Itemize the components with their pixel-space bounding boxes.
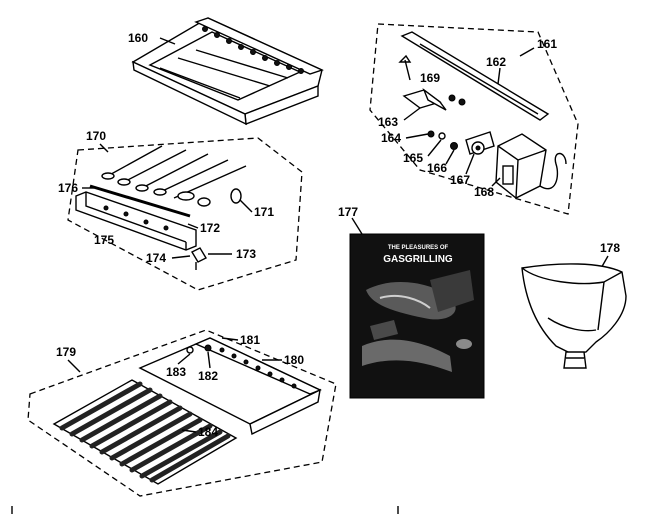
callout-166: 166 bbox=[427, 161, 447, 175]
callout-175: 175 bbox=[94, 233, 114, 247]
panel-holes bbox=[202, 26, 304, 74]
callout-176: 176 bbox=[58, 181, 78, 195]
callout-161: 161 bbox=[537, 37, 557, 51]
callout-184: 184 bbox=[198, 425, 218, 439]
part-168-ignitor-module bbox=[495, 133, 567, 199]
callout-182: 182 bbox=[198, 369, 218, 383]
callout-178: 178 bbox=[600, 241, 620, 255]
group-161-outline bbox=[369, 23, 579, 215]
part-valve-stems bbox=[101, 145, 247, 207]
part-183-washer bbox=[186, 346, 194, 354]
part-171-knob bbox=[230, 188, 242, 204]
callout-177: 177 bbox=[338, 205, 358, 219]
booklet-title-line1: THE PLEASURES OF bbox=[388, 245, 449, 251]
callout-169: 169 bbox=[420, 71, 440, 85]
callout-160: 160 bbox=[128, 31, 148, 45]
part-184-cooking-grates bbox=[52, 379, 238, 485]
part-162-ignitor-rod bbox=[400, 31, 550, 121]
callout-170: 170 bbox=[86, 129, 106, 143]
group-170-outline bbox=[67, 137, 303, 291]
callout-174: 174 bbox=[146, 251, 166, 265]
callout-168: 168 bbox=[474, 185, 494, 199]
callout-165: 165 bbox=[403, 151, 423, 165]
callout-180: 180 bbox=[284, 353, 304, 367]
callout-181: 181 bbox=[240, 333, 260, 347]
callout-172: 172 bbox=[200, 221, 220, 235]
part-178-grill-cover bbox=[521, 263, 627, 369]
part-175-valve-bracket bbox=[75, 191, 197, 251]
part-165-washer bbox=[438, 132, 446, 140]
part-177-booklet: THE PLEASURES OF GASGRILLING bbox=[349, 233, 485, 399]
callout-173: 173 bbox=[236, 247, 256, 261]
part-182-bolt bbox=[204, 344, 212, 352]
callout-183: 183 bbox=[166, 365, 186, 379]
part-176-manifold-pipe bbox=[89, 184, 191, 218]
callout-163: 163 bbox=[378, 115, 398, 129]
part-169-screw bbox=[398, 54, 412, 81]
part-160-control-panel bbox=[131, 17, 324, 126]
part-180-side-shelf bbox=[138, 337, 322, 436]
booklet-title-line2: GASGRILLING bbox=[383, 254, 453, 265]
callout-171: 171 bbox=[254, 205, 274, 219]
callout-179: 179 bbox=[56, 345, 76, 359]
callout-164: 164 bbox=[381, 131, 401, 145]
part-163-bracket bbox=[402, 87, 466, 111]
part-164-nut bbox=[427, 130, 435, 138]
callout-162: 162 bbox=[486, 55, 506, 69]
part-166-screw bbox=[450, 142, 458, 150]
callout-167: 167 bbox=[450, 173, 470, 187]
part-167-mounting-bracket bbox=[465, 131, 495, 155]
part-174-clip bbox=[191, 247, 207, 270]
